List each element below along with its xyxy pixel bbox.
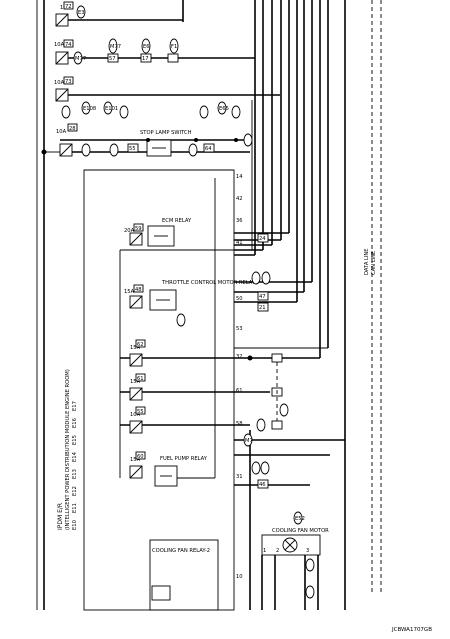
ipdm-subtitle: (INTELLIGENT POWER DISTRIBUTION MODULE E… [65, 369, 71, 530]
throttle-relay-label: THROTTLE CONTROL MOTOR RELAY [161, 280, 256, 286]
fuse-row-1: 10A 72 E3 [55, 1, 183, 27]
pin-label: 46 [259, 482, 266, 488]
pin-label: 36 [236, 218, 243, 224]
pin-label: 3 [306, 548, 309, 554]
pin-label: 14 [236, 174, 243, 180]
connector-label: E108 [83, 106, 96, 112]
connector-label: E10 [72, 520, 78, 530]
fuse-amp-label: 20A [124, 228, 135, 234]
data-line-text: DATA LINE [364, 248, 370, 275]
pin-label: 64 [205, 146, 212, 152]
fuse-num-label: 61 [137, 376, 144, 382]
pin-label: 58 [236, 421, 243, 427]
pin-label: 10 [236, 574, 243, 580]
pin-label: 17 [142, 56, 149, 62]
fuse-amp-label: 15A [124, 289, 135, 295]
fuse-amp-label: 15A [130, 345, 141, 351]
connector-label: M77 [110, 44, 121, 50]
fuse-num-label: 59 [135, 226, 142, 232]
fuel-pump-relay-label: FUEL PUMP RELAY [160, 456, 208, 462]
middle-fuse-block: 15A 62 15A 61 10A 55 15A 60 FUEL PUMP RE… [120, 339, 328, 487]
ecm-relay-label: ECM RELAY [162, 218, 192, 224]
fuse-num-label: 60 [137, 454, 144, 460]
cooling-fan-relay: COOLING FAN RELAY-2 [149, 539, 219, 611]
pin-label: 53 [236, 326, 243, 332]
fuse-num-label: 28 [69, 126, 76, 132]
fuse-amp-label: 10A [54, 42, 65, 48]
fuse-num-label: 74 [65, 42, 72, 48]
pin-label: 55 [129, 146, 136, 152]
connector-label: E65 [219, 106, 229, 112]
left-supply-wires [36, 0, 60, 610]
ipdm-label: IPDM E/R (INTELLIGENT POWER DISTRIBUTION… [57, 369, 71, 530]
data-line-label: DATA LINE CAN LINE [364, 248, 377, 275]
fuse-row-2: 10A 74 M77 M77 57 E6 17 F1 [54, 38, 255, 65]
ipdm-title: IPDM E/R [57, 503, 64, 530]
connector-label: M7 [245, 438, 253, 444]
fuse-amp-label: 10A [54, 80, 65, 86]
fuse-row-3: 10A 73 [54, 76, 280, 102]
connector-label: E14 [72, 451, 78, 462]
pin-label: 32 [236, 354, 243, 360]
cooling-fan-motor: COOLING FAN MOTOR E52 1 2 3 [261, 511, 329, 610]
pin-label: 57 [109, 56, 116, 62]
fuse-num-label: 55 [137, 409, 144, 415]
pin-label: 42 [236, 196, 243, 202]
connector-label: E52 [295, 516, 305, 522]
throttle-relay: 15A 48 THROTTLE CONTROL MOTOR RELAY 50 5… [119, 249, 312, 478]
cooling-fan-motor-label: COOLING FAN MOTOR [272, 528, 329, 534]
connector-label: E16 [72, 418, 78, 428]
cooling-fan-relay-label: COOLING FAN RELAY-2 [152, 548, 210, 554]
pin-label: 1 [263, 548, 266, 554]
pin-label: 61 [236, 388, 243, 394]
fuse-num-label: 48 [135, 287, 142, 293]
connector-label: E13 [72, 469, 78, 479]
data-line-subtext: CAN LINE [371, 251, 377, 275]
connector-label: E101 [105, 106, 118, 112]
connector-label: E12 [72, 486, 78, 496]
pin-label: 50 [236, 296, 243, 302]
fuse-amp-label: 15A [130, 457, 141, 463]
connector-label: E3 [78, 10, 85, 16]
pin-label: 47 [259, 294, 266, 300]
ipdm-connectors: E10 E11 E12 E13 E14 E15 E16 E17 [72, 401, 78, 530]
pin-label: 24 [259, 236, 266, 242]
figure-code: JCBWA1707GB [391, 627, 432, 633]
pin-label: 41 [236, 240, 243, 246]
connector-label: F1 [171, 44, 177, 50]
fuse-amp-label: 10A [130, 412, 141, 418]
stop-lamp-switch-area: 10A 28 55 STOP LAMP SWITCH 64 E108 E101 … [41, 101, 253, 157]
connector-label: M77 [75, 56, 86, 62]
connector-label: E11 [72, 503, 78, 513]
bus-wires [182, 0, 382, 610]
ecm-relay: 20A 59 ECM RELAY 24 14 42 36 41 [124, 174, 289, 478]
connector-label: E6 [143, 44, 150, 50]
fuse-amp-label: 15A [130, 379, 141, 385]
fuse-num-label: 62 [137, 342, 144, 348]
connector-label: E15 [72, 435, 78, 445]
pin-label: 2 [276, 548, 279, 554]
lower-wiring: M7 31 46 10 [234, 430, 345, 610]
pin-label: 31 [236, 474, 243, 480]
fuse-num-label: 72 [65, 4, 72, 10]
connector-label: E17 [72, 401, 78, 411]
stop-lamp-switch-label: STOP LAMP SWITCH [140, 130, 192, 136]
fuse-num-label: 73 [65, 79, 72, 85]
pin-label: 21 [259, 305, 266, 311]
fuse-amp-label: 10A [56, 129, 67, 135]
